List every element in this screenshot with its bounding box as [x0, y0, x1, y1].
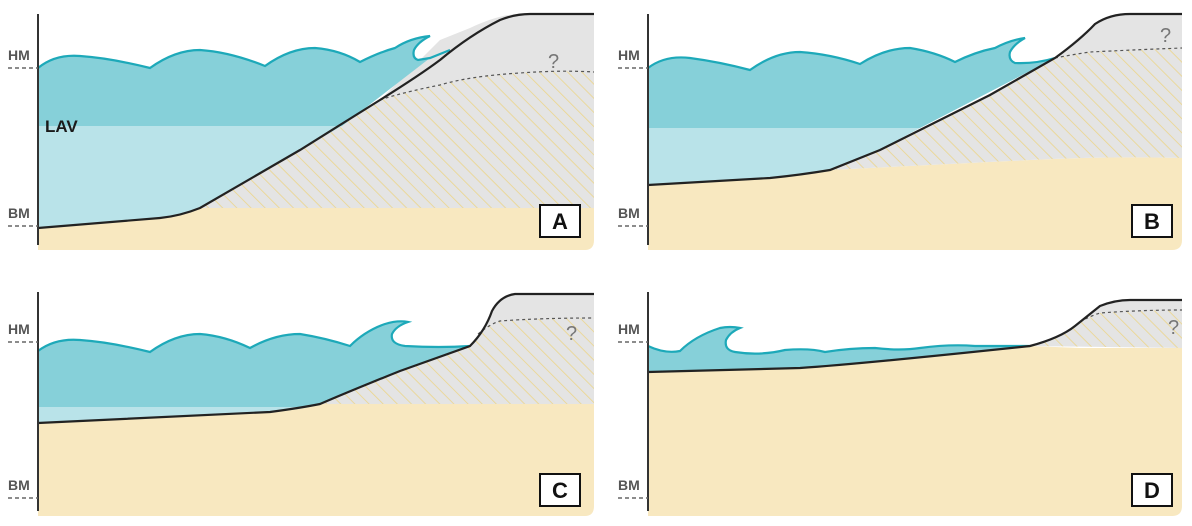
panel-badge: A: [552, 209, 568, 234]
sand-layer: [38, 404, 594, 516]
profile-line: [37, 12, 594, 230]
dashed-boundary: [1079, 309, 1183, 323]
hatched-zone: [830, 48, 1182, 170]
bm-label: BM: [618, 205, 640, 221]
dashed-boundary: [477, 317, 595, 335]
panel-d-diagram: HM BM ? D: [618, 292, 1183, 516]
hm-label: HM: [8, 321, 30, 337]
panel-badge-box: [539, 473, 581, 507]
hatched-zone: [1030, 310, 1182, 348]
panel-b: HM BM ? B: [610, 0, 1183, 250]
dashed-boundary: [379, 70, 595, 101]
wave-surface: [647, 36, 1056, 72]
gray-zone: [1075, 300, 1182, 326]
panel-a: HM BM LAV ? A: [0, 0, 595, 250]
panel-badge: C: [552, 478, 568, 503]
bm-label: BM: [618, 477, 640, 493]
water-upper: [38, 36, 430, 126]
hatched-zone: [200, 71, 594, 208]
gray-zone: [380, 14, 594, 100]
profile-line: [647, 298, 1182, 374]
lav-label: LAV: [45, 117, 78, 136]
bm-label: BM: [8, 477, 30, 493]
bm-label: BM: [8, 205, 30, 221]
water-upper: [648, 38, 1055, 128]
sand-layer: [38, 208, 594, 250]
question-mark: ?: [548, 51, 559, 73]
panel-badge: D: [1144, 478, 1160, 503]
panel-a-diagram: HM BM LAV ? A: [8, 12, 595, 250]
gray-zone: [1055, 14, 1182, 58]
profile-line: [647, 12, 1182, 187]
water-upper: [648, 327, 1030, 372]
wave-surface: [37, 320, 471, 354]
panel-badge-box: [1131, 473, 1173, 507]
sand-layer: [648, 346, 1182, 516]
panel-b-diagram: HM BM ? B: [618, 12, 1183, 250]
panel-c-diagram: HM BM ? C: [8, 292, 595, 516]
question-mark: ?: [1168, 317, 1179, 339]
panel-badge-box: [1131, 204, 1173, 238]
hm-label: HM: [8, 47, 30, 63]
water-lower: [648, 128, 920, 185]
panel-c: HM BM ? C: [0, 276, 595, 516]
hatched-zone: [320, 318, 594, 404]
panel-d: HM BM ? D: [610, 276, 1183, 516]
sand-layer: [648, 157, 1182, 250]
wave-surface: [647, 325, 1030, 355]
panel-badge: B: [1144, 209, 1160, 234]
question-mark: ?: [1160, 25, 1171, 47]
water-lower: [38, 126, 342, 228]
question-mark: ?: [566, 323, 577, 345]
panel-badge-box: [539, 204, 581, 238]
wave-surface: [37, 34, 451, 70]
hm-label: HM: [618, 321, 640, 337]
profile-line: [37, 292, 594, 425]
gray-zone: [470, 294, 594, 346]
hm-label: HM: [618, 47, 640, 63]
